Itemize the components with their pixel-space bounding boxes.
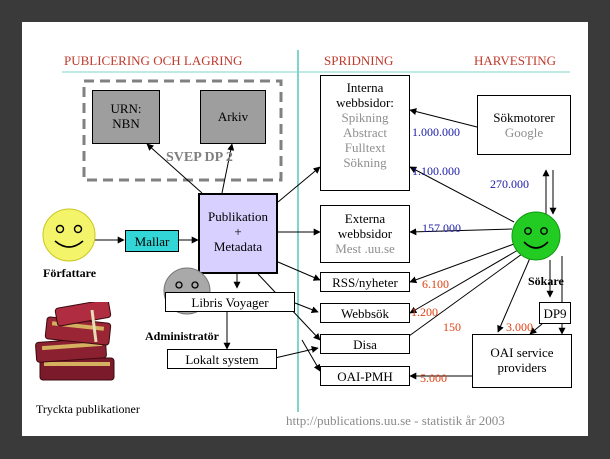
rss-nyheter-box: RSS/nyheter [320,272,410,292]
stat-oaipmh: 5.000 [420,371,447,385]
stat-interna-2: 1.100.000 [412,164,460,178]
externa-webbsidor-box: Externa webbsidor Mest .uu.se [320,205,410,263]
sokmotorer-title: Sökmotorer [493,110,555,125]
interna-webbsidor-box: Interna webbsidor: Spikning Abstract Ful… [320,75,410,191]
stat-dp9: 3.000 [506,320,533,334]
interna-item-fulltext: Fulltext [344,140,386,155]
oai-service-providers-box: OAI service providers [472,334,572,388]
libris-voyager-box: Libris Voyager [165,292,295,312]
plus-label: + [234,224,242,239]
publikation-label: Publikation [208,209,268,224]
stat-rss: 6.100 [422,277,449,291]
svep-dashed-border [82,79,283,182]
sokare-smiley-icon [511,211,561,261]
lokalt-system-box: Lokalt system [167,349,277,369]
header-publicering: PUBLICERING OCH LAGRING [64,53,243,68]
footer-url: http://publications.uu.se - statistik år… [286,413,505,428]
publikation-metadata-box: Publikation + Metadata [198,193,278,274]
svep-label: SVEP DP 2 [166,150,233,165]
sokmotorer-box: Sökmotorer Google [477,95,571,155]
oai-pmh-box: OAI-PMH [320,366,410,386]
sokmotorer-sub: Google [504,125,544,140]
books-icon [35,302,115,381]
externa-sub: Mest .uu.se [335,241,395,256]
stat-externa: 157.000 [422,221,461,235]
webbsok-box: Webbsök [320,303,410,323]
header-spridning: SPRIDNING [324,53,394,68]
mallar-box: Mallar [125,230,179,252]
interna-title-2: webbsidor: [336,95,394,110]
metadata-label: Metadata [213,239,263,254]
slide: PUBLICERING OCH LAGRING SPRIDNING HARVES… [22,22,588,436]
header-harvesting: HARVESTING [474,53,557,68]
dp9-box: DP9 [539,302,571,324]
urn-label: URN: [110,101,142,116]
stat-webbsok: 1.200 [411,305,438,319]
interna-item-spikning: Spikning [341,110,389,125]
externa-title-1: Externa [344,211,386,226]
stat-disa: 150 [443,320,461,334]
arkiv-box: Arkiv [200,90,266,144]
administrator-label: Administratör [145,329,219,343]
externa-title-2: webbsidor [337,226,393,241]
forfattare-label: Författare [43,266,97,280]
interna-item-sokning: Sökning [343,155,387,170]
stat-interna: 1.000.000 [412,125,460,139]
urn-nbn-box: URN: NBN [92,90,160,144]
forfattare-smiley-icon [42,208,96,262]
tryckta-publikationer-label: Tryckta publikationer [36,402,140,416]
sokare-label: Sökare [528,274,564,288]
stat-google: 270.000 [490,177,529,191]
oai-sp-line-1: OAI service [490,345,554,360]
interna-title-1: Interna [346,80,384,95]
disa-box: Disa [320,334,410,354]
oai-sp-line-2: providers [497,360,547,375]
interna-item-abstract: Abstract [342,125,388,140]
nbn-label: NBN [112,116,140,131]
